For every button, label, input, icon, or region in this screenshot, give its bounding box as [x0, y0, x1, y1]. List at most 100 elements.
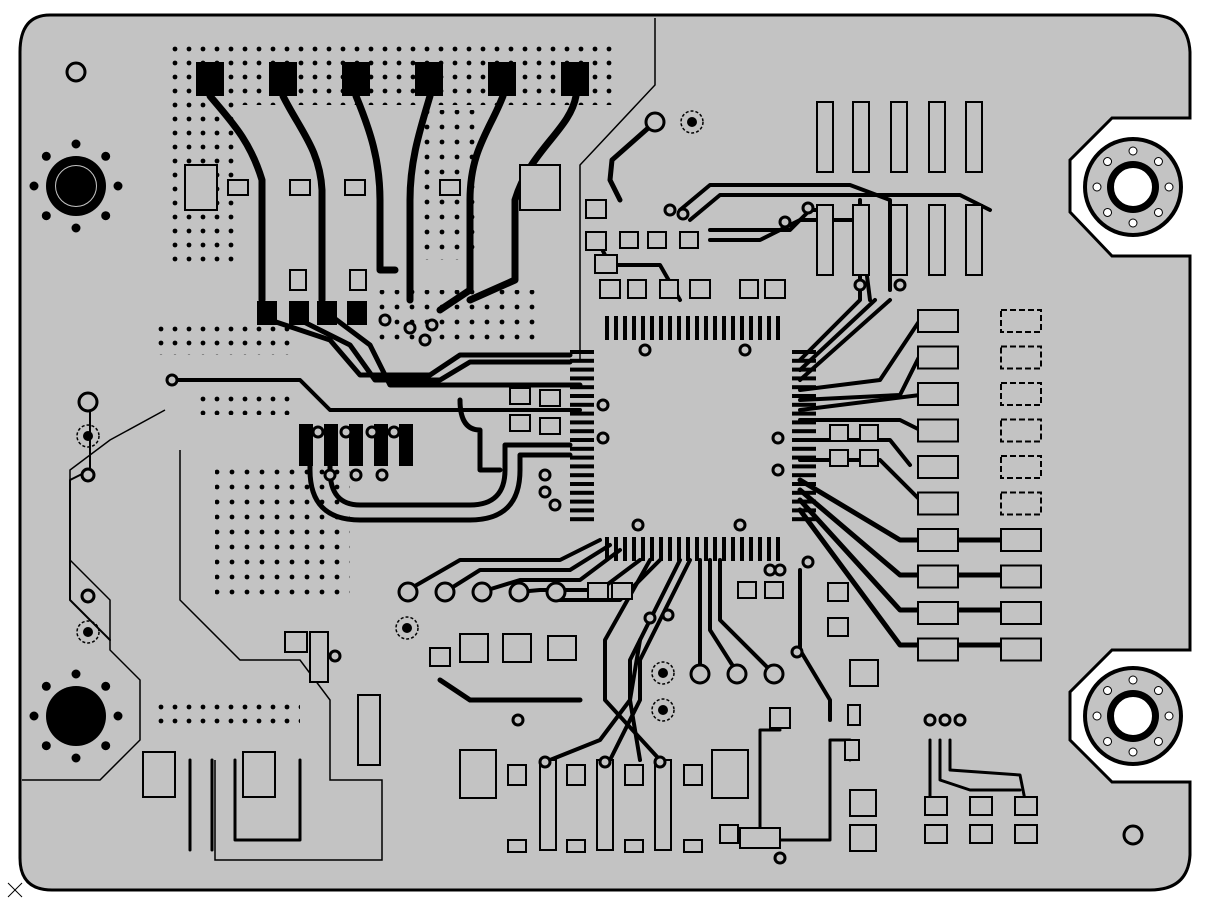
qfp-pin: [792, 420, 816, 425]
top-connector: [196, 62, 589, 96]
qfp-pin: [570, 429, 594, 434]
pour-split-line: [579, 18, 656, 360]
via-icon: [733, 518, 747, 532]
copper-trace: [443, 543, 612, 594]
smd-pad: [439, 179, 461, 196]
qfp-pin: [659, 537, 663, 561]
via-icon: [323, 468, 337, 482]
qfp-pin: [713, 316, 717, 340]
connector-pin: [196, 62, 224, 96]
via-icon: [29, 711, 39, 721]
via-icon: [395, 616, 419, 640]
smd-pad: [624, 839, 644, 853]
qfp-pin: [758, 537, 762, 561]
via-icon: [425, 318, 439, 332]
copper-trace: [948, 738, 1027, 802]
via-icon: [953, 713, 967, 727]
smd-pad: [647, 231, 667, 249]
connector-pin: [415, 62, 443, 96]
via-icon: [548, 498, 562, 512]
smd-pad: [347, 301, 367, 325]
copper-trace: [798, 568, 832, 722]
smd-pad: [849, 659, 879, 687]
via-icon: [165, 373, 179, 387]
qfp-pin: [570, 482, 594, 486]
qfp-pin: [758, 316, 762, 340]
via-icon: [375, 468, 389, 482]
smd-pad: [507, 839, 527, 853]
right-pad: [917, 564, 959, 589]
right-pad: [917, 382, 959, 406]
via-icon: [71, 753, 81, 763]
smd-pad: [599, 279, 621, 299]
copper-trace: [797, 497, 1003, 613]
via-icon: [434, 581, 456, 603]
smd-pad: [566, 839, 586, 853]
left-mid-boundary: [179, 450, 383, 861]
qfp-pin: [570, 508, 594, 513]
right-pad: [917, 455, 959, 479]
via-icon: [1092, 711, 1102, 721]
via-icon: [631, 518, 645, 532]
via-icon: [311, 425, 325, 439]
via-icon: [545, 581, 567, 603]
via-icon: [80, 467, 96, 483]
copper-trace: [436, 92, 507, 314]
qfp-pin: [792, 508, 816, 513]
copper-trace: [352, 92, 399, 274]
smd-pad: [827, 617, 849, 637]
qfp-pin: [792, 473, 816, 478]
qfp-pin: [792, 482, 816, 486]
qfp-pin: [668, 537, 672, 561]
via-icon: [1128, 218, 1138, 228]
qfp-pin: [749, 537, 753, 561]
qfp-pin: [792, 376, 816, 381]
qfp-pin: [776, 537, 780, 561]
smd-pad: [689, 279, 711, 299]
qfp-pin: [792, 438, 816, 442]
via-icon: [538, 755, 552, 769]
qfp-pin: [614, 537, 618, 561]
qfp-pin: [792, 464, 816, 469]
qfp-pin: [740, 316, 744, 340]
smd-pad: [859, 424, 879, 442]
smd-pad: [324, 424, 338, 466]
smd-pad: [719, 824, 739, 844]
qfp-pin: [570, 358, 594, 363]
via-icon: [41, 741, 51, 751]
smd-pad: [349, 269, 367, 291]
qfp-pin: [570, 438, 594, 442]
copper-trace: [437, 677, 583, 703]
right-pad: [917, 528, 959, 552]
via-icon: [41, 151, 51, 161]
qfp-pin: [792, 411, 816, 416]
qfp-pin: [792, 517, 816, 522]
via-icon: [511, 713, 525, 727]
smd-pad: [627, 279, 647, 299]
smd-pad: [924, 796, 948, 816]
qfp-pin: [570, 367, 594, 372]
smd-pad: [317, 301, 337, 325]
fiducial: [1122, 824, 1144, 846]
copper-trace: [798, 318, 922, 392]
smd-pad: [619, 231, 639, 249]
smd-pad: [509, 414, 531, 432]
qfp-pin: [570, 350, 594, 354]
via-icon: [387, 425, 401, 439]
copper-trace: [267, 317, 573, 378]
via-icon: [1103, 686, 1113, 696]
qfp-pin: [767, 316, 771, 340]
via-icon: [651, 698, 675, 722]
qfp-pin: [792, 350, 816, 354]
right-pad: [1000, 528, 1042, 552]
smd-pad: [344, 179, 366, 196]
copper-trace: [233, 758, 302, 842]
qfp-pin: [570, 464, 594, 469]
smd-pad: [829, 449, 849, 467]
right-pad: [1000, 491, 1042, 516]
via-icon: [508, 581, 530, 603]
copper-trace: [307, 427, 573, 523]
qfp-pin: [677, 316, 681, 340]
smd-pad: [1014, 824, 1038, 844]
